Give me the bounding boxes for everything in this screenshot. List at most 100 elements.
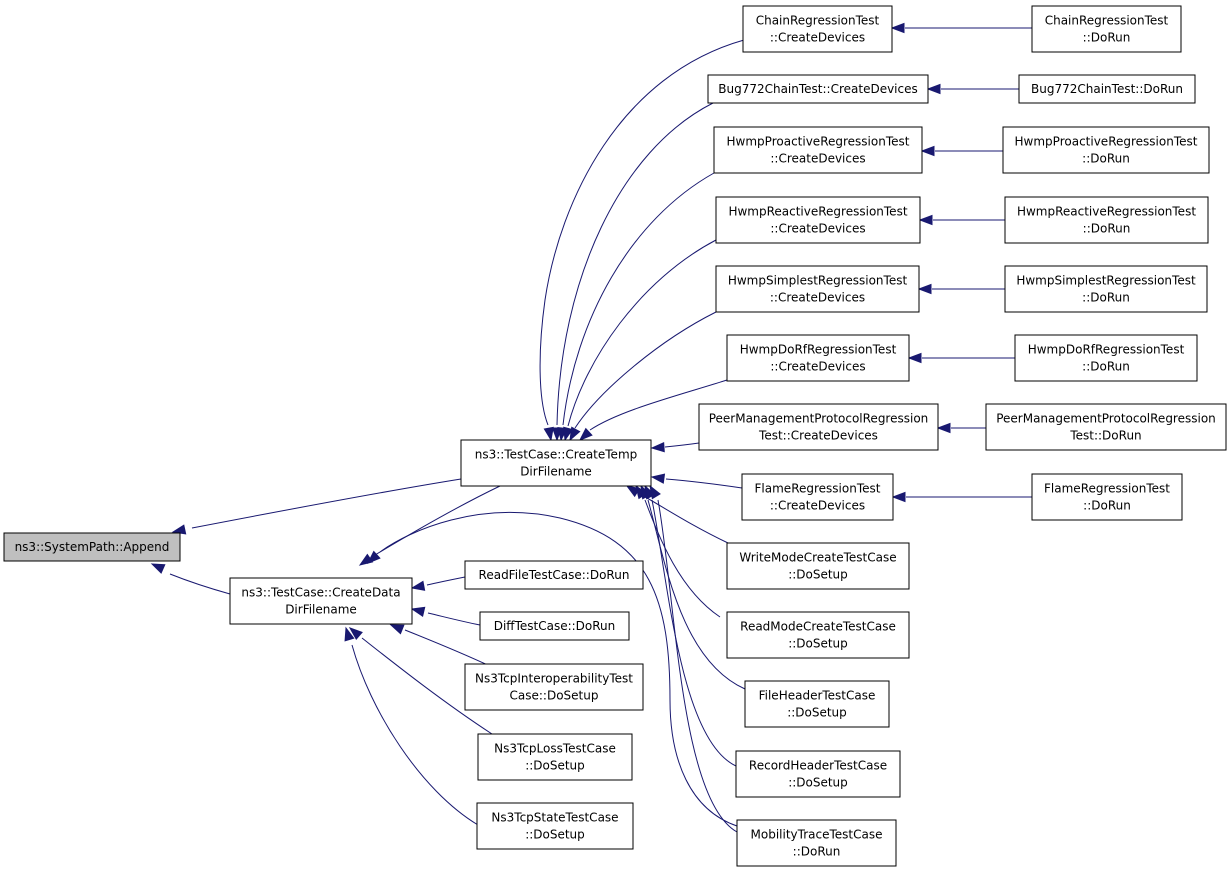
edge-line: [589, 379, 728, 431]
node-box[interactable]: [713, 126, 923, 174]
node-label-line: PeerManagementProtocolRegression: [996, 412, 1216, 426]
node-box[interactable]: [464, 560, 644, 590]
node-box[interactable]: [1018, 74, 1196, 104]
node-chainRun[interactable]: ChainRegressionTest::DoRun: [1031, 5, 1182, 53]
node-label-line: Ns3TcpLossTestCase: [494, 742, 616, 756]
node-proRun[interactable]: HwmpProactiveRegressionTest::DoRun: [1002, 126, 1210, 174]
node-label-line: HwmpSimplestRegressionTest: [728, 274, 908, 288]
node-box[interactable]: [1031, 5, 1182, 53]
node-flameRun[interactable]: FlameRegressionTest::DoRun: [1031, 473, 1183, 521]
edge-peerCD-to-createTemp: [650, 441, 700, 453]
node-box[interactable]: [741, 473, 894, 521]
node-state[interactable]: Ns3TcpStateTestCase::DoSetup: [476, 802, 634, 850]
node-reaCD[interactable]: HwmpReactiveRegressionTest::CreateDevice…: [715, 196, 921, 244]
node-label-line: RecordHeaderTestCase: [749, 759, 887, 773]
edge-flameCD-to-createTemp: [650, 473, 743, 489]
edge-arrowhead: [890, 22, 905, 34]
node-peerRun[interactable]: PeerManagementProtocolRegressionTest::Do…: [985, 403, 1227, 451]
edge-line: [539, 39, 745, 426]
node-mobility[interactable]: MobilityTraceTestCase::DoRun: [736, 819, 897, 867]
node-label-line: HwmpReactiveRegressionTest: [728, 205, 907, 219]
node-box[interactable]: [726, 611, 910, 659]
node-box[interactable]: [1004, 265, 1208, 313]
node-peerCD[interactable]: PeerManagementProtocolRegressionTest::Cr…: [698, 403, 939, 451]
edge-line: [644, 499, 721, 618]
node-label-line: ::CreateDevices: [770, 499, 865, 513]
node-box[interactable]: [744, 680, 890, 728]
node-dorfCD[interactable]: HwmpDoRfRegressionTest::CreateDevices: [726, 334, 910, 382]
node-box[interactable]: [476, 802, 634, 850]
node-label-line: FlameRegressionTest: [755, 482, 881, 496]
node-label-line: ::DoRun: [1082, 152, 1130, 166]
node-box[interactable]: [726, 542, 910, 590]
edge-line: [556, 102, 714, 426]
edge-line: [664, 442, 700, 448]
edge-arrowhead: [563, 426, 574, 442]
node-box[interactable]: [460, 439, 652, 487]
node-proCD[interactable]: HwmpProactiveRegressionTest::CreateDevic…: [713, 126, 923, 174]
node-readFile[interactable]: ReadFileTestCase::DoRun: [464, 560, 644, 590]
node-box[interactable]: [742, 5, 893, 53]
node-reaRun[interactable]: HwmpReactiveRegressionTest::DoRun: [1004, 196, 1209, 244]
node-dorfRun[interactable]: HwmpDoRfRegressionTest::DoRun: [1014, 334, 1198, 382]
node-bugCD[interactable]: Bug772ChainTest::CreateDevices: [707, 74, 929, 104]
edge-line: [574, 311, 717, 429]
node-box[interactable]: [985, 403, 1227, 451]
node-box[interactable]: [464, 663, 644, 711]
edge-flameRun-to-flameCD: [891, 491, 1032, 503]
node-bugRun[interactable]: Bug772ChainTest::DoRun: [1018, 74, 1196, 104]
node-diff[interactable]: DiffTestCase::DoRun: [479, 611, 630, 641]
node-box[interactable]: [479, 611, 630, 641]
node-label-line: ns3::TestCase::CreateTemp: [475, 448, 638, 462]
node-box[interactable]: [715, 196, 921, 244]
node-chainCD[interactable]: ChainRegressionTest::CreateDevices: [742, 5, 893, 53]
node-box[interactable]: [707, 74, 929, 104]
edge-line: [351, 644, 479, 826]
node-label-line: Test::DoRun: [1069, 429, 1141, 443]
node-label-line: ::DoRun: [1082, 360, 1130, 374]
node-box[interactable]: [736, 819, 897, 867]
node-readMode[interactable]: ReadModeCreateTestCase::DoSetup: [726, 611, 910, 659]
node-box[interactable]: [477, 733, 633, 781]
edge-arrowhead: [569, 426, 581, 442]
node-box[interactable]: [1002, 126, 1210, 174]
edge-arrowhead: [410, 606, 426, 617]
node-label-line: FileHeaderTestCase: [759, 689, 876, 703]
edge-proCD-to-createTemp: [557, 172, 715, 442]
edge-mobility-to-createTemp: [649, 484, 738, 833]
node-label-line: Test::CreateDevices: [758, 429, 878, 443]
edge-line: [562, 172, 715, 426]
node-box[interactable]: [3, 532, 181, 562]
node-box[interactable]: [1004, 196, 1209, 244]
node-label-line: ::CreateDevices: [770, 291, 865, 305]
edge-arrowhead: [578, 427, 593, 441]
node-label-line: ::DoSetup: [525, 759, 585, 773]
node-recordHeader[interactable]: RecordHeaderTestCase::DoSetup: [735, 750, 901, 798]
node-label-line: FlameRegressionTest: [1044, 482, 1170, 496]
edge-createTemp-to-createData: [358, 485, 501, 566]
node-simRun[interactable]: HwmpSimplestRegressionTest::DoRun: [1004, 265, 1208, 313]
node-fileHeader[interactable]: FileHeaderTestCase::DoSetup: [744, 680, 890, 728]
node-box[interactable]: [698, 403, 939, 451]
edge-chainRun-to-chainCD: [890, 22, 1032, 34]
node-append[interactable]: ns3::SystemPath::Append: [3, 532, 181, 562]
node-label-line: ReadFileTestCase::DoRun: [479, 568, 630, 582]
node-label-line: ns3::TestCase::CreateData: [241, 586, 400, 600]
node-box[interactable]: [735, 750, 901, 798]
node-box[interactable]: [229, 577, 413, 625]
node-box[interactable]: [1031, 473, 1183, 521]
edge-arrowhead: [649, 484, 661, 500]
node-box[interactable]: [715, 265, 920, 313]
node-loss[interactable]: Ns3TcpLossTestCase::DoSetup: [477, 733, 633, 781]
node-box[interactable]: [1014, 334, 1198, 382]
node-simCD[interactable]: HwmpSimplestRegressionTest::CreateDevice…: [715, 265, 920, 313]
node-writeMode[interactable]: WriteModeCreateTestCase::DoSetup: [726, 542, 910, 590]
node-box[interactable]: [726, 334, 910, 382]
node-flameCD[interactable]: FlameRegressionTest::CreateDevices: [741, 473, 894, 521]
edge-proRun-to-proCD: [920, 145, 1003, 157]
edge-line: [361, 637, 493, 735]
